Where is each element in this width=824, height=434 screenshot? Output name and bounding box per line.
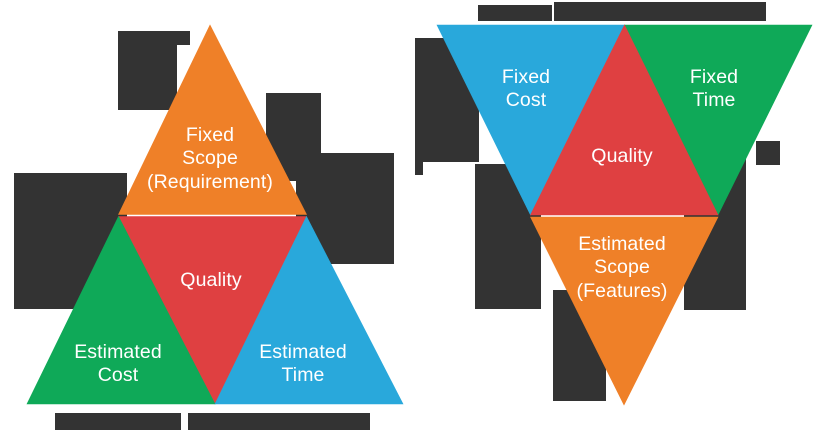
- label-quality: Quality: [591, 145, 652, 168]
- redaction-block: [554, 2, 766, 21]
- redaction-block: [55, 413, 181, 430]
- redaction-block: [415, 38, 479, 162]
- label-line: Quality: [180, 269, 242, 292]
- label-line: Fixed: [185, 123, 235, 146]
- label-line: Estimated: [259, 340, 347, 363]
- label-line: Estimated: [74, 340, 162, 363]
- redaction-block: [475, 164, 541, 309]
- label-line: Time: [281, 364, 325, 386]
- label-line: Fixed: [501, 65, 551, 88]
- redaction-block: [296, 153, 394, 264]
- redaction-block: [14, 173, 127, 309]
- redaction-block: [684, 141, 746, 310]
- redaction-block: [118, 45, 177, 110]
- label-line: Scope: [182, 147, 238, 170]
- label-line: (Features): [576, 279, 668, 302]
- redaction-block: [756, 141, 780, 165]
- label-line: Scope: [594, 256, 650, 279]
- label-quality: Quality: [180, 269, 241, 292]
- label-line: Cost: [97, 364, 139, 386]
- redaction-block: [118, 31, 190, 45]
- label-line: Estimated: [578, 232, 666, 255]
- redaction-block: [478, 5, 552, 21]
- redaction-block: [553, 290, 606, 401]
- label-line: Time: [692, 89, 736, 111]
- label-line: (Requirement): [147, 170, 273, 193]
- label-line: Quality: [591, 145, 653, 168]
- label-line: Fixed: [689, 65, 739, 88]
- redaction-block: [188, 413, 370, 430]
- label-line: Cost: [505, 89, 547, 111]
